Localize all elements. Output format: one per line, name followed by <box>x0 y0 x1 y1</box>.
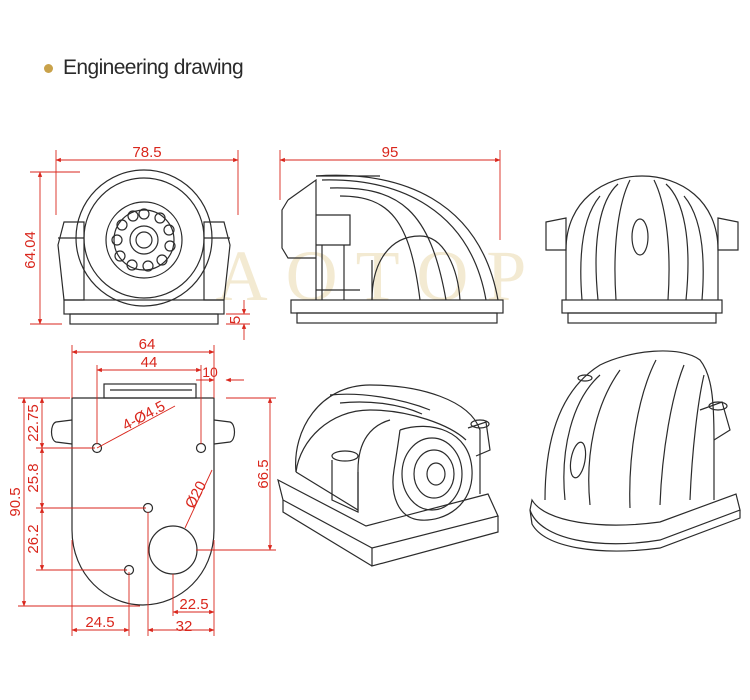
dim-side-width: 95 <box>382 144 399 161</box>
dim-bottom-left: 24.5 <box>85 614 114 631</box>
dim-front-width: 78.5 <box>132 144 161 161</box>
iso-view-rear <box>529 350 741 552</box>
dim-bottom-width: 64 <box>139 336 156 353</box>
dim-seg-top: 22.75 <box>25 404 42 442</box>
dim-bottom-right: 32 <box>176 618 193 635</box>
section-title: Engineering drawing <box>63 56 244 79</box>
bullet-icon <box>44 63 53 73</box>
side-view <box>281 174 504 324</box>
dim-offset-right: 10 <box>202 364 218 380</box>
watermark: AOTOP <box>216 236 545 316</box>
bottom-dimensions <box>18 345 276 636</box>
front-view <box>57 169 231 325</box>
side-dimensions <box>279 150 501 240</box>
section-header: Engineering drawing <box>44 56 244 80</box>
dim-seg-mid: 25.8 <box>25 463 42 492</box>
dim-front-height: 64.04 <box>22 231 39 269</box>
dim-holes: 4-Ø4.5 <box>120 398 168 435</box>
front-dimensions <box>30 150 250 340</box>
rear-view <box>545 175 739 324</box>
iso-view-front <box>277 384 499 567</box>
dim-height-total: 90.5 <box>7 487 24 516</box>
dim-hole-spacing: 44 <box>141 354 158 371</box>
dim-seg-low: 26.2 <box>25 524 42 553</box>
dim-bottom-mid: 22.5 <box>179 596 208 613</box>
dim-base-height: 5 <box>227 316 244 324</box>
dim-height-right: 66.5 <box>255 459 272 488</box>
